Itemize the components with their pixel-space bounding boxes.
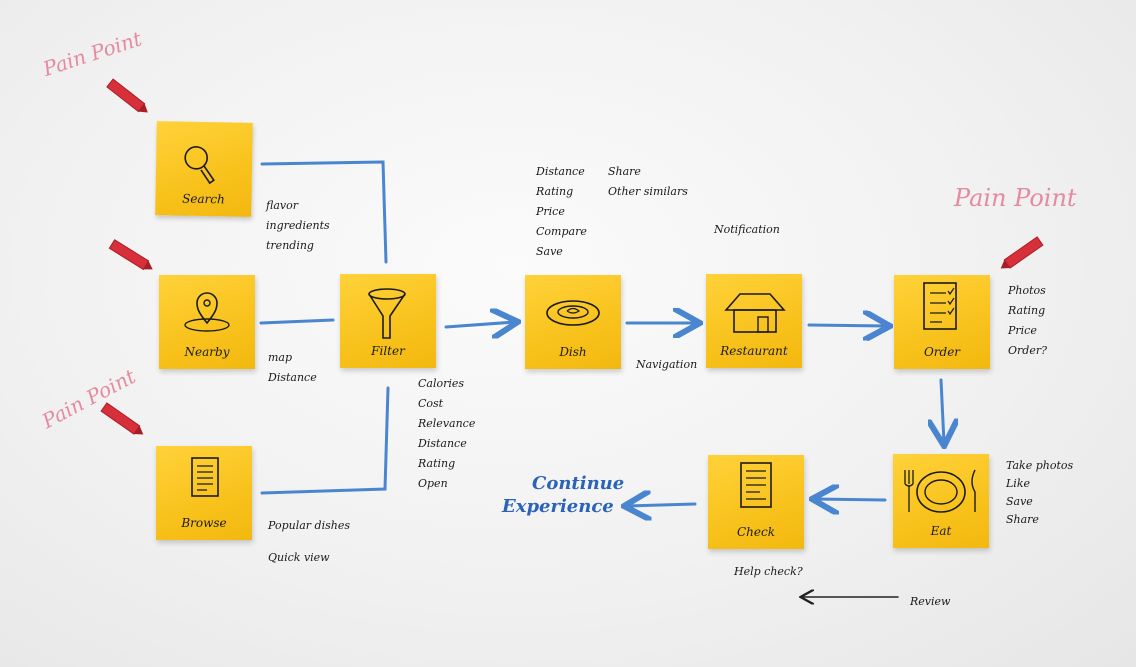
search-annotations: flavor ingredients trending bbox=[266, 196, 330, 256]
plate-icon bbox=[904, 469, 976, 513]
note-eat: Eat bbox=[893, 454, 989, 548]
pain-marker-nearby bbox=[108, 239, 153, 271]
note-filter: Filter bbox=[340, 274, 436, 368]
note-label: Filter bbox=[371, 344, 405, 358]
note-label: Restaurant bbox=[720, 344, 788, 358]
annotation-line: Other similars bbox=[608, 185, 688, 198]
annotation-line: Rating bbox=[1008, 304, 1046, 317]
funnel-icon bbox=[368, 288, 406, 339]
annotation-line: Photos bbox=[1008, 284, 1046, 297]
annotation-line: trending bbox=[266, 239, 314, 252]
annotation-line: Distance bbox=[418, 437, 467, 450]
pain-marker-browse bbox=[100, 402, 144, 435]
annotation-line: Quick view bbox=[268, 551, 330, 564]
annotation-line: Share bbox=[608, 165, 641, 178]
annotation-line: Share bbox=[1006, 513, 1039, 526]
checklist-icon bbox=[923, 282, 957, 330]
dish-icon bbox=[546, 300, 600, 326]
annotation-line: Review bbox=[910, 595, 951, 608]
pain-marker-order bbox=[1000, 236, 1044, 269]
note-label: Order bbox=[923, 345, 961, 359]
note-restaurant: Restaurant bbox=[706, 274, 802, 368]
annotation-line: Calories bbox=[418, 377, 465, 390]
note-check: Check bbox=[708, 455, 804, 549]
experience-line: Experience bbox=[502, 496, 614, 517]
order-annotations: Photos Rating Price Order? bbox=[1008, 281, 1047, 361]
annotation-line: Order? bbox=[1008, 344, 1047, 357]
continue-experience: Continue Experience bbox=[502, 472, 624, 518]
note-dish: Dish bbox=[525, 275, 621, 369]
review-annotation: Review bbox=[910, 592, 950, 612]
nearby-to-filter-line bbox=[259, 318, 335, 325]
annotation-line: Price bbox=[1008, 324, 1037, 337]
annotation-line: flavor bbox=[266, 199, 298, 212]
annotation-line: Like bbox=[1006, 477, 1030, 490]
annotation-line: map bbox=[268, 351, 293, 364]
note-label: Nearby bbox=[184, 345, 230, 359]
annotation-line: Navigation bbox=[636, 358, 698, 371]
navigation-annotation: Navigation bbox=[636, 355, 697, 375]
filter-annotations: Calories Cost Relevance Distance Rating … bbox=[418, 374, 475, 494]
note-order: Order bbox=[894, 275, 990, 369]
check-to-continue-arrow bbox=[627, 504, 697, 506]
note-label: Search bbox=[182, 191, 225, 207]
help-check-annotation: Help check? bbox=[734, 562, 803, 582]
pain-marker-search bbox=[106, 78, 148, 113]
annotation-line: Help check? bbox=[734, 565, 803, 578]
map-pin-icon bbox=[184, 292, 230, 332]
eat-to-check-arrow bbox=[815, 499, 887, 500]
dish-annotations-left: Distance Rating Price Compare Save bbox=[536, 162, 587, 262]
receipt-icon bbox=[740, 462, 772, 508]
annotation-line: Cost bbox=[418, 397, 444, 410]
browse-to-filter-line bbox=[260, 386, 390, 495]
notification-annotation: Notification bbox=[714, 220, 780, 240]
note-nearby: Nearby bbox=[159, 275, 255, 369]
nearby-annotations: map Distance bbox=[268, 348, 317, 388]
annotation-line: ingredients bbox=[266, 219, 330, 232]
note-label: Browse bbox=[181, 516, 227, 530]
restaurant-to-order-arrow bbox=[807, 325, 887, 326]
eat-annotations: Take photos Like Save Share bbox=[1006, 457, 1073, 529]
list-icon bbox=[191, 457, 219, 497]
dish-annotations-right: Share Other similars bbox=[608, 162, 688, 202]
filter-to-dish-arrow bbox=[444, 322, 515, 327]
continue-line: Continue bbox=[532, 473, 625, 494]
note-search: Search bbox=[155, 121, 253, 217]
note-label: Dish bbox=[559, 345, 587, 359]
annotation-line: Compare bbox=[536, 225, 587, 238]
search-to-filter-line bbox=[260, 160, 388, 264]
order-to-eat-arrow bbox=[941, 378, 944, 443]
note-label: Eat bbox=[930, 524, 952, 538]
search-icon bbox=[184, 146, 215, 185]
restaurant-icon bbox=[724, 293, 786, 333]
annotation-line: Distance bbox=[536, 165, 585, 178]
annotation-line: Save bbox=[536, 245, 563, 258]
pain-point-order: Pain Point bbox=[954, 184, 1077, 212]
annotation-line: Price bbox=[536, 205, 565, 218]
annotation-line: Distance bbox=[268, 371, 317, 384]
annotation-line: Popular dishes bbox=[268, 519, 350, 532]
annotation-line: Notification bbox=[714, 223, 780, 236]
annotation-line: Rating bbox=[418, 457, 456, 470]
annotation-line: Relevance bbox=[418, 417, 476, 430]
annotation-line: Rating bbox=[536, 185, 574, 198]
annotation-line: Take photos bbox=[1006, 459, 1074, 472]
note-label: Check bbox=[736, 525, 775, 539]
annotation-line: Save bbox=[1006, 495, 1033, 508]
annotation-line: Open bbox=[418, 477, 448, 490]
note-browse: Browse bbox=[156, 446, 252, 540]
browse-annotations: Popular dishes Quick view bbox=[268, 510, 350, 574]
